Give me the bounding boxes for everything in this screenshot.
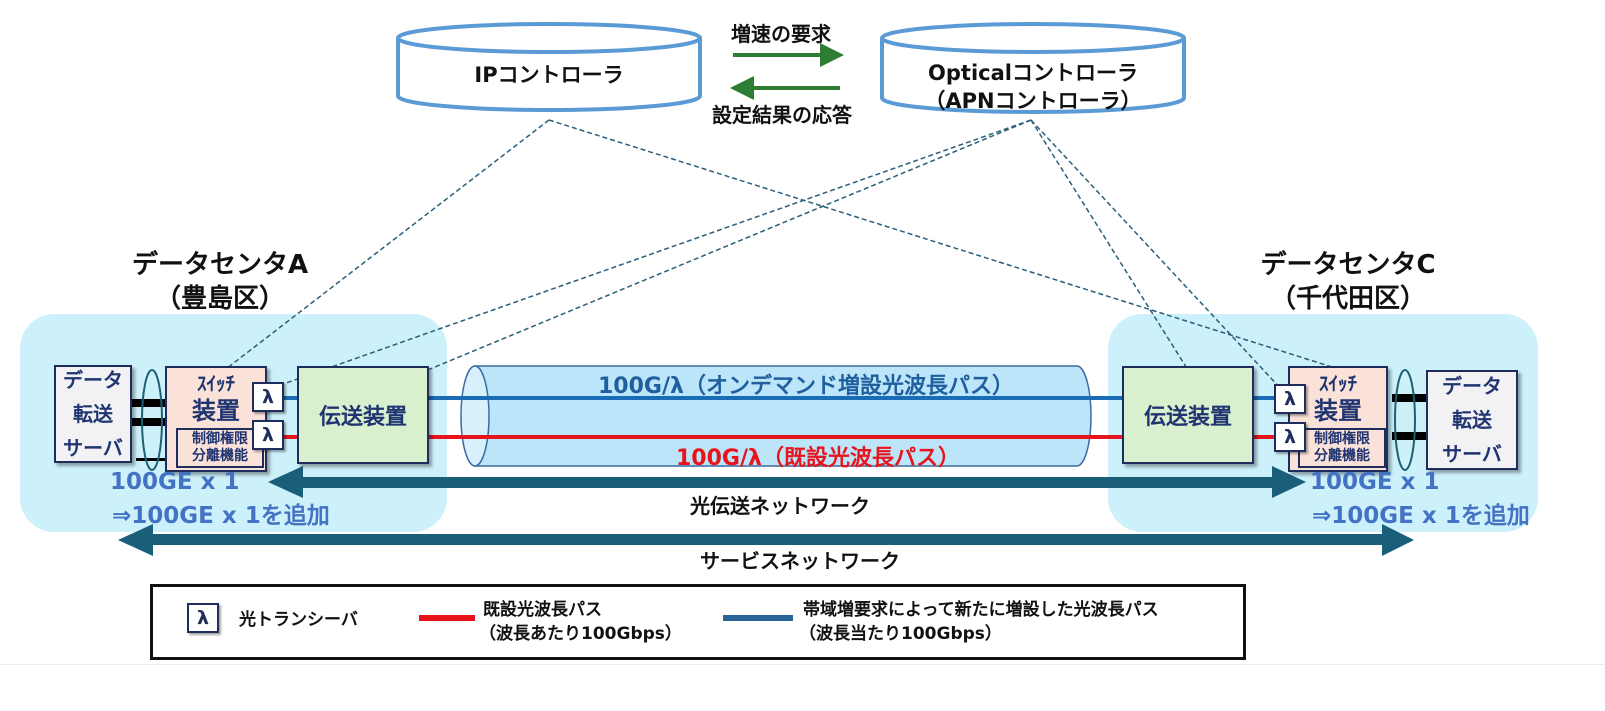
data-transfer-server-c: データ 転送 サーバ (1426, 370, 1518, 470)
switch-c-label-top: ｽｲｯﾁ (1318, 373, 1357, 395)
datacenter-c-ward: （千代田区） (1269, 284, 1426, 314)
control-separation-function-c: 制御権限 分離機能 (1298, 428, 1386, 468)
switch-a-label-top: ｽｲｯﾁ (196, 373, 235, 395)
existing-path-label: 100G/λ（既設光波長パス） (676, 446, 960, 471)
optical-controller-label-line2: （APNコントローラ） (924, 89, 1142, 113)
optical-transport-network-arrow (268, 466, 1306, 498)
switch-a-label-mid: 装置 (192, 397, 240, 425)
service-network-arrow (118, 524, 1414, 556)
link-optical-to-transport-a (417, 119, 1032, 375)
ip-controller-label: IPコントローラ (474, 63, 624, 87)
transport-device-a: 伝送装置 (297, 366, 429, 464)
server-switch-links-c (1392, 369, 1428, 471)
link-ip-to-switch-a (221, 119, 550, 373)
legend-existing-line2: （波長あたり100Gbps） (479, 624, 682, 644)
legend-transceiver-label: 光トランシーバ (239, 610, 358, 630)
ge-capacity-a-line2: ⇒100GE x 1を追加 (112, 503, 330, 529)
datacenter-c-title: データセンタC (1260, 250, 1436, 280)
optical-fiber-tube (460, 365, 1092, 467)
server-a-line1: データ (63, 368, 123, 392)
control-separation-function-a: 制御権限 分離機能 (176, 428, 264, 468)
on-demand-path-label: 100G/λ（オンデマンド増設光波長パス） (598, 374, 1014, 399)
request-label: 増速の要求 (731, 22, 831, 46)
legend-added-line (723, 615, 793, 621)
link-optical-to-lambda-c (1030, 119, 1283, 391)
footer-blank-area (0, 664, 1605, 711)
ip-controller-cylinder (396, 22, 702, 112)
datacenter-a-ward: （豊島区） (154, 284, 285, 314)
ge-capacity-c-line2: ⇒100GE x 1を追加 (1312, 503, 1530, 529)
control-fn-c-line1: 制御権限 (1314, 431, 1370, 447)
server-a-line2: 転送 (73, 402, 113, 426)
control-fn-a-line2: 分離機能 (192, 448, 248, 464)
response-label: 設定結果の応答 (712, 103, 852, 127)
transceiver-a-upper: λ (252, 382, 284, 412)
optical-controller-label-line1: Opticalコントローラ (928, 61, 1138, 85)
data-transfer-server-a: データ 転送 サーバ (54, 365, 132, 463)
legend: λ 光トランシーバ 既設光波長パス （波長あたり100Gbps） 帯域増要求によ… (150, 584, 1246, 660)
link-optical-to-lambda-a (271, 119, 1032, 389)
link-ip-to-switch-c (548, 119, 1349, 373)
service-network-label: サービスネットワーク (700, 549, 900, 573)
switch-c-label-mid: 装置 (1314, 397, 1362, 425)
transceiver-c-upper: λ (1274, 384, 1306, 414)
transport-device-c: 伝送装置 (1122, 366, 1254, 464)
server-c-line3: サーバ (1442, 442, 1502, 466)
ge-capacity-c-line1: 100GE x 1 (1310, 469, 1440, 495)
legend-added-line2: （波長当たり100Gbps） (799, 624, 1002, 644)
legend-existing-line (419, 615, 475, 621)
optical-controller-cylinder (880, 22, 1186, 114)
control-fn-c-line2: 分離機能 (1314, 448, 1370, 464)
optical-transport-network-label: 光伝送ネットワーク (690, 494, 870, 518)
legend-transceiver-icon: λ (187, 603, 219, 633)
server-c-line2: 転送 (1452, 408, 1492, 432)
link-optical-to-transport-c (1030, 119, 1189, 371)
transceiver-c-lower: λ (1274, 422, 1306, 452)
control-fn-a-line1: 制御権限 (192, 431, 248, 447)
server-a-line3: サーバ (63, 436, 123, 460)
datacenter-a-title: データセンタA (131, 250, 309, 280)
legend-added-line1: 帯域増要求によって新たに増設した光波長パス (803, 600, 1159, 620)
transceiver-a-lower: λ (252, 420, 284, 450)
server-switch-links-a (130, 369, 172, 471)
ge-capacity-a-line1: 100GE x 1 (110, 469, 240, 495)
server-c-line1: データ (1442, 374, 1502, 398)
legend-existing-line1: 既設光波長パス (483, 600, 602, 620)
